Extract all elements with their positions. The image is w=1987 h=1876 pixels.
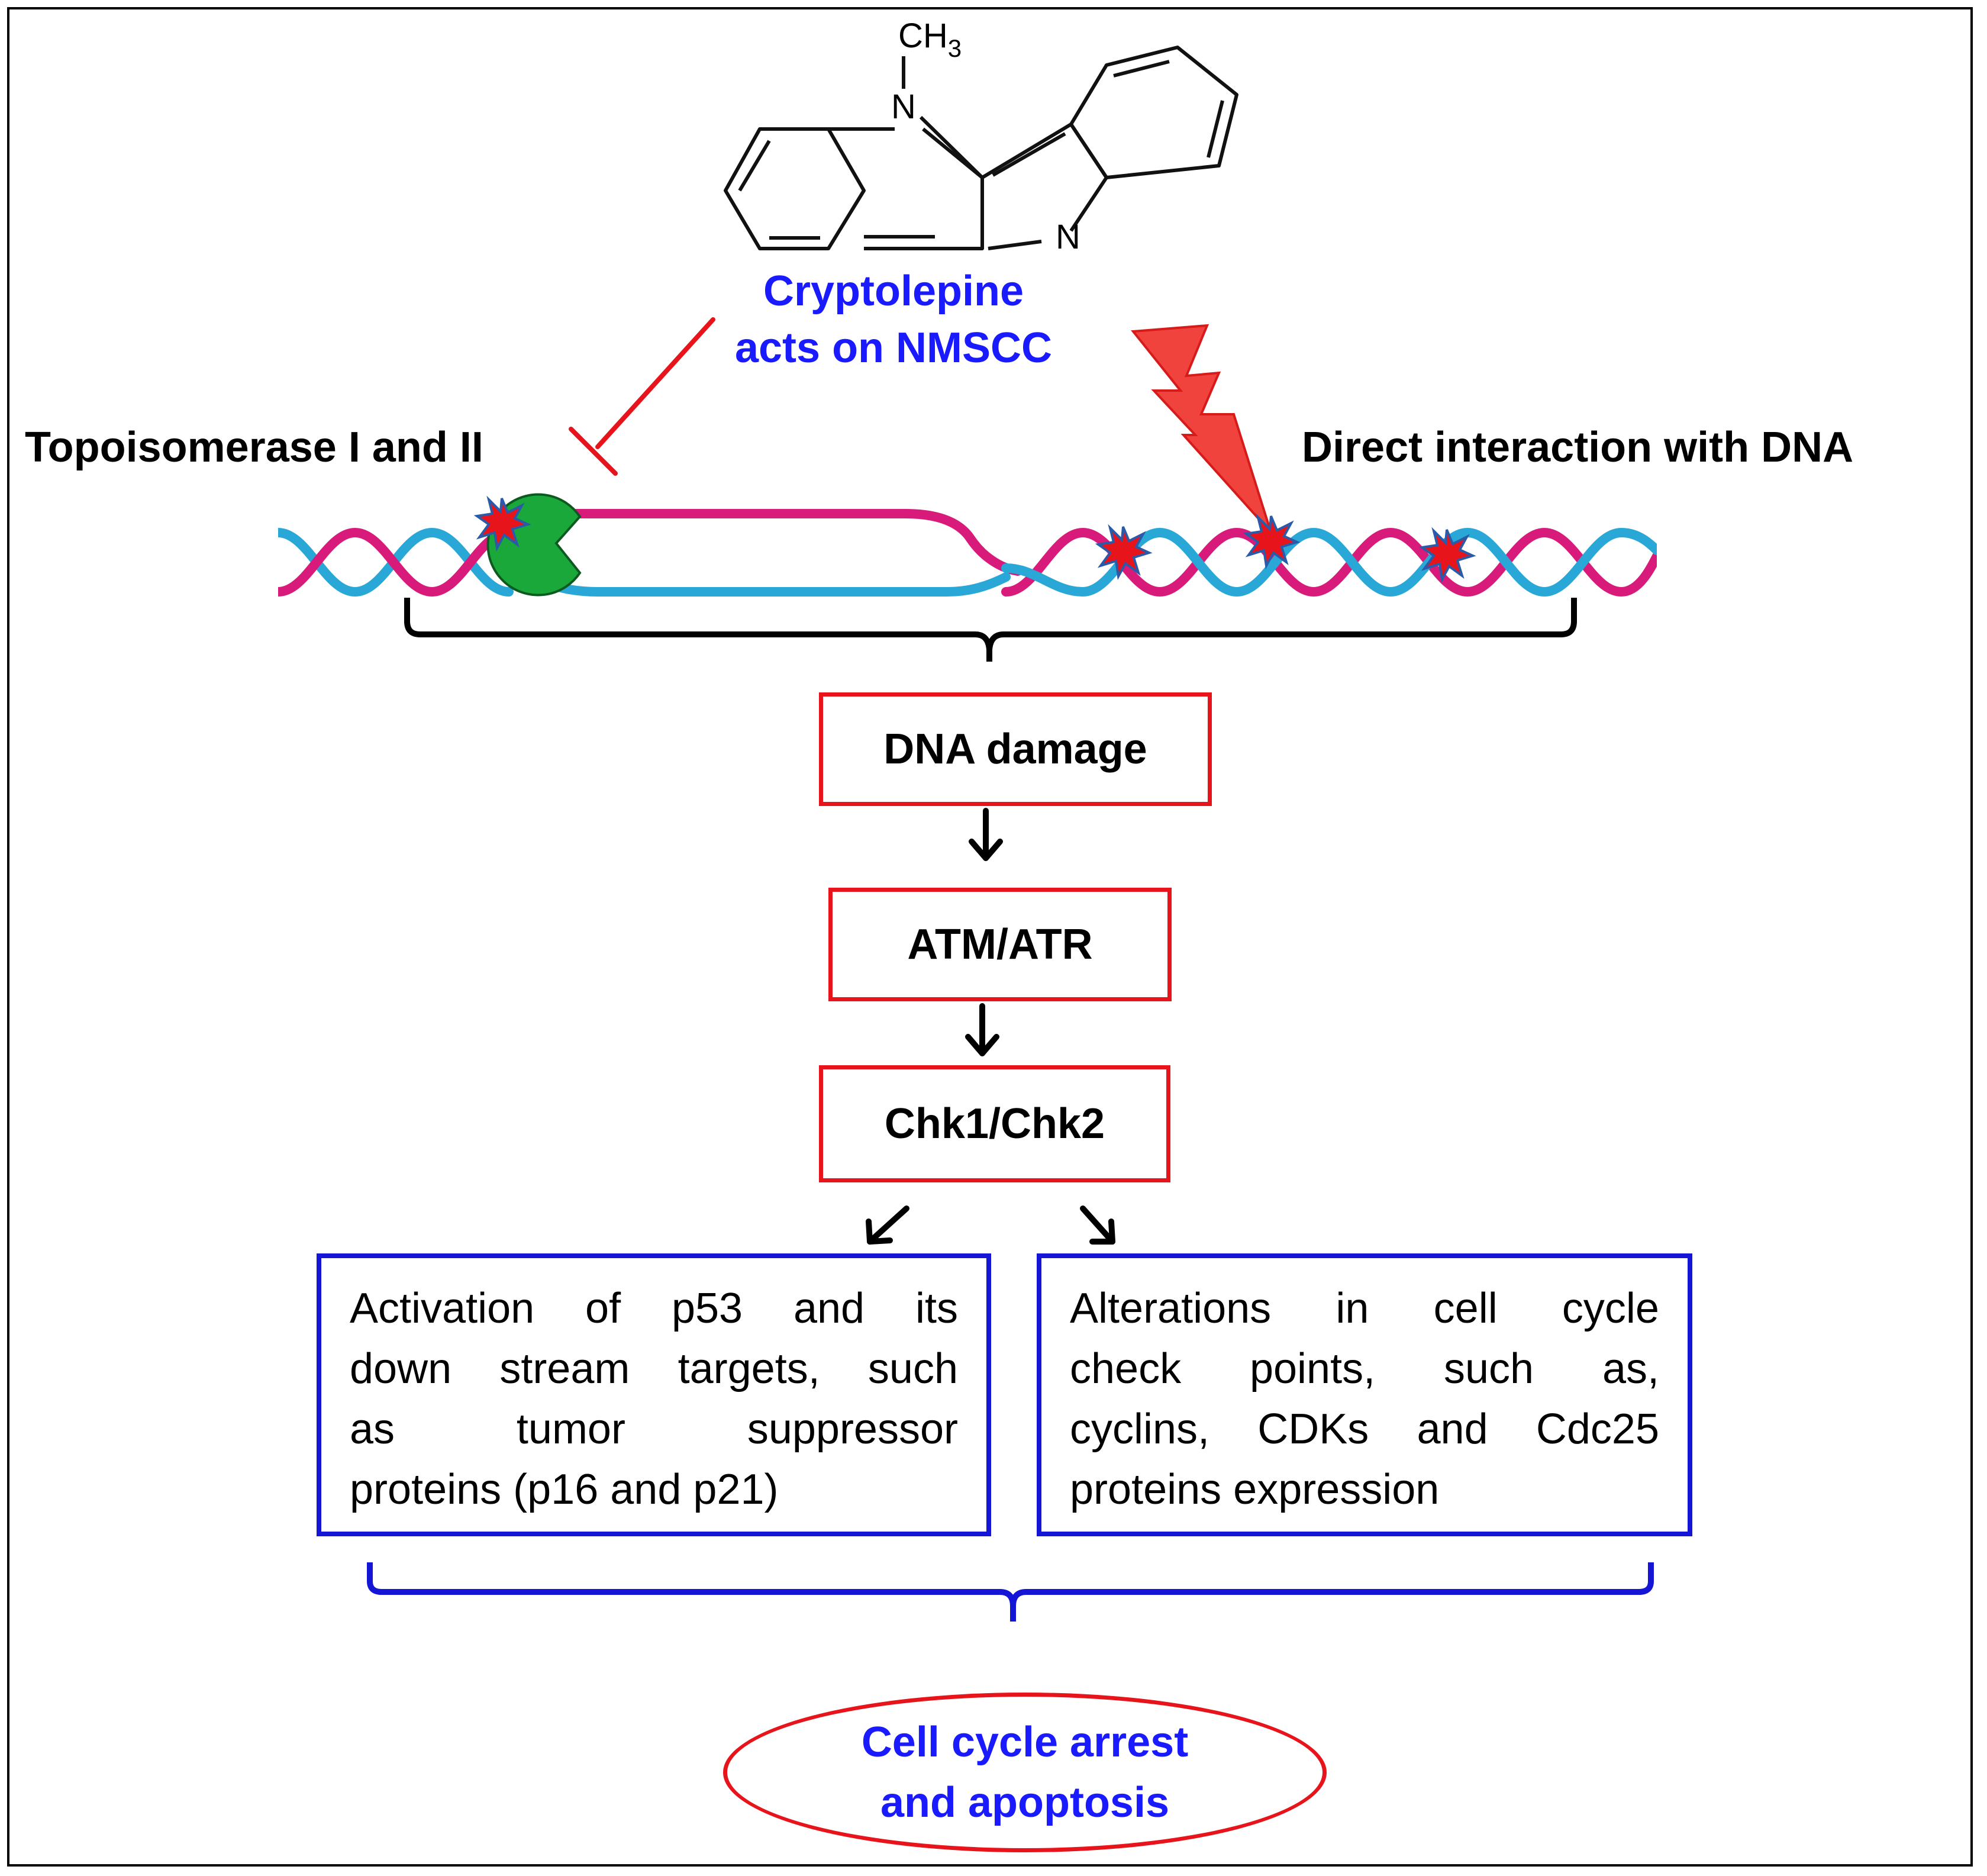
word: Activation (350, 1285, 535, 1332)
word: and (793, 1285, 865, 1332)
word: such (1443, 1345, 1534, 1393)
p53-line-3: as tumor suppressor (350, 1399, 958, 1459)
damage-star-icon (1095, 524, 1153, 581)
word: down (350, 1345, 452, 1393)
word: as (350, 1406, 395, 1453)
damage-star-icon (1243, 513, 1301, 570)
chk1-chk2-box: Chk1/Chk2 (819, 1065, 1170, 1182)
pathway-arrows (866, 808, 1115, 1245)
p53-line-4: proteins (p16 and p21) (350, 1459, 958, 1520)
word: Alterations (1070, 1285, 1272, 1332)
word: cell (1433, 1285, 1498, 1332)
word: p53 (671, 1285, 743, 1332)
checkpoint-line-2: check points, such as, (1070, 1339, 1659, 1399)
p53-line-1: Activation of p53 and its (350, 1278, 958, 1339)
checkpoint-line-4: proteins expression (1070, 1459, 1659, 1520)
p53-activation-box: Activation of p53 and its down stream ta… (317, 1253, 991, 1536)
cryptolepine-action: acts on NMSCC (734, 324, 1053, 372)
cell-cycle-checkpoint-box: Alterations in cell cycle check points, … (1037, 1253, 1692, 1536)
cryptolepine-label: Cryptolepine acts on NMSCC (716, 263, 1071, 376)
cell-cycle-arrest-oval: Cell cycle arrest and apoptosis (723, 1693, 1327, 1852)
outcome-brace (367, 1562, 1654, 1622)
word: proteins (p16 and p21) (350, 1466, 779, 1513)
topoisomerase-label: Topoisomerase I and II (25, 424, 483, 471)
lightning-bolt-icon (1131, 324, 1272, 534)
word: points, (1249, 1345, 1376, 1393)
dna-brace (404, 598, 1577, 662)
word: targets, (678, 1345, 820, 1393)
cryptolepine-structure (724, 46, 1238, 250)
word: of (585, 1285, 621, 1332)
cryptolepine-name: Cryptolepine (763, 267, 1024, 315)
word: such (867, 1345, 958, 1393)
word: check (1070, 1345, 1182, 1393)
nitrogen-top-label: N (891, 88, 916, 126)
damage-star-icon (473, 495, 531, 552)
nitrogen-right-label: N (1056, 218, 1080, 256)
word: in (1336, 1285, 1369, 1332)
word: and (1417, 1406, 1488, 1453)
atm-atr-box: ATM/ATR (828, 888, 1172, 1001)
word: stream (499, 1345, 630, 1393)
word: Cdc25 (1536, 1406, 1659, 1453)
word: tumor (516, 1406, 625, 1453)
inhibition-arrow (569, 317, 715, 476)
checkpoint-line-1: Alterations in cell cycle (1070, 1278, 1659, 1339)
word: as, (1602, 1345, 1659, 1393)
result-line-2: and apoptosis (880, 1779, 1170, 1826)
word: cyclins, (1070, 1406, 1210, 1453)
methyl-subscript: 3 (948, 34, 962, 62)
damage-star-icon (1418, 527, 1476, 584)
word: its (915, 1285, 958, 1332)
methyl-label: CH3 (898, 17, 962, 62)
methyl-text: CH (898, 17, 948, 55)
direct-dna-label: Direct interaction with DNA (1302, 424, 1854, 471)
word: cycle (1562, 1285, 1659, 1332)
dna-damage-box: DNA damage (819, 692, 1212, 806)
figure-frame (7, 7, 1973, 1867)
word: CDKs (1257, 1406, 1369, 1453)
word: suppressor (747, 1406, 958, 1453)
checkpoint-line-3: cyclins, CDKs and Cdc25 (1070, 1399, 1659, 1459)
result-line-1: Cell cycle arrest (861, 1719, 1189, 1766)
p53-line-2: down stream targets, such (350, 1339, 958, 1399)
word: proteins expression (1070, 1466, 1440, 1513)
